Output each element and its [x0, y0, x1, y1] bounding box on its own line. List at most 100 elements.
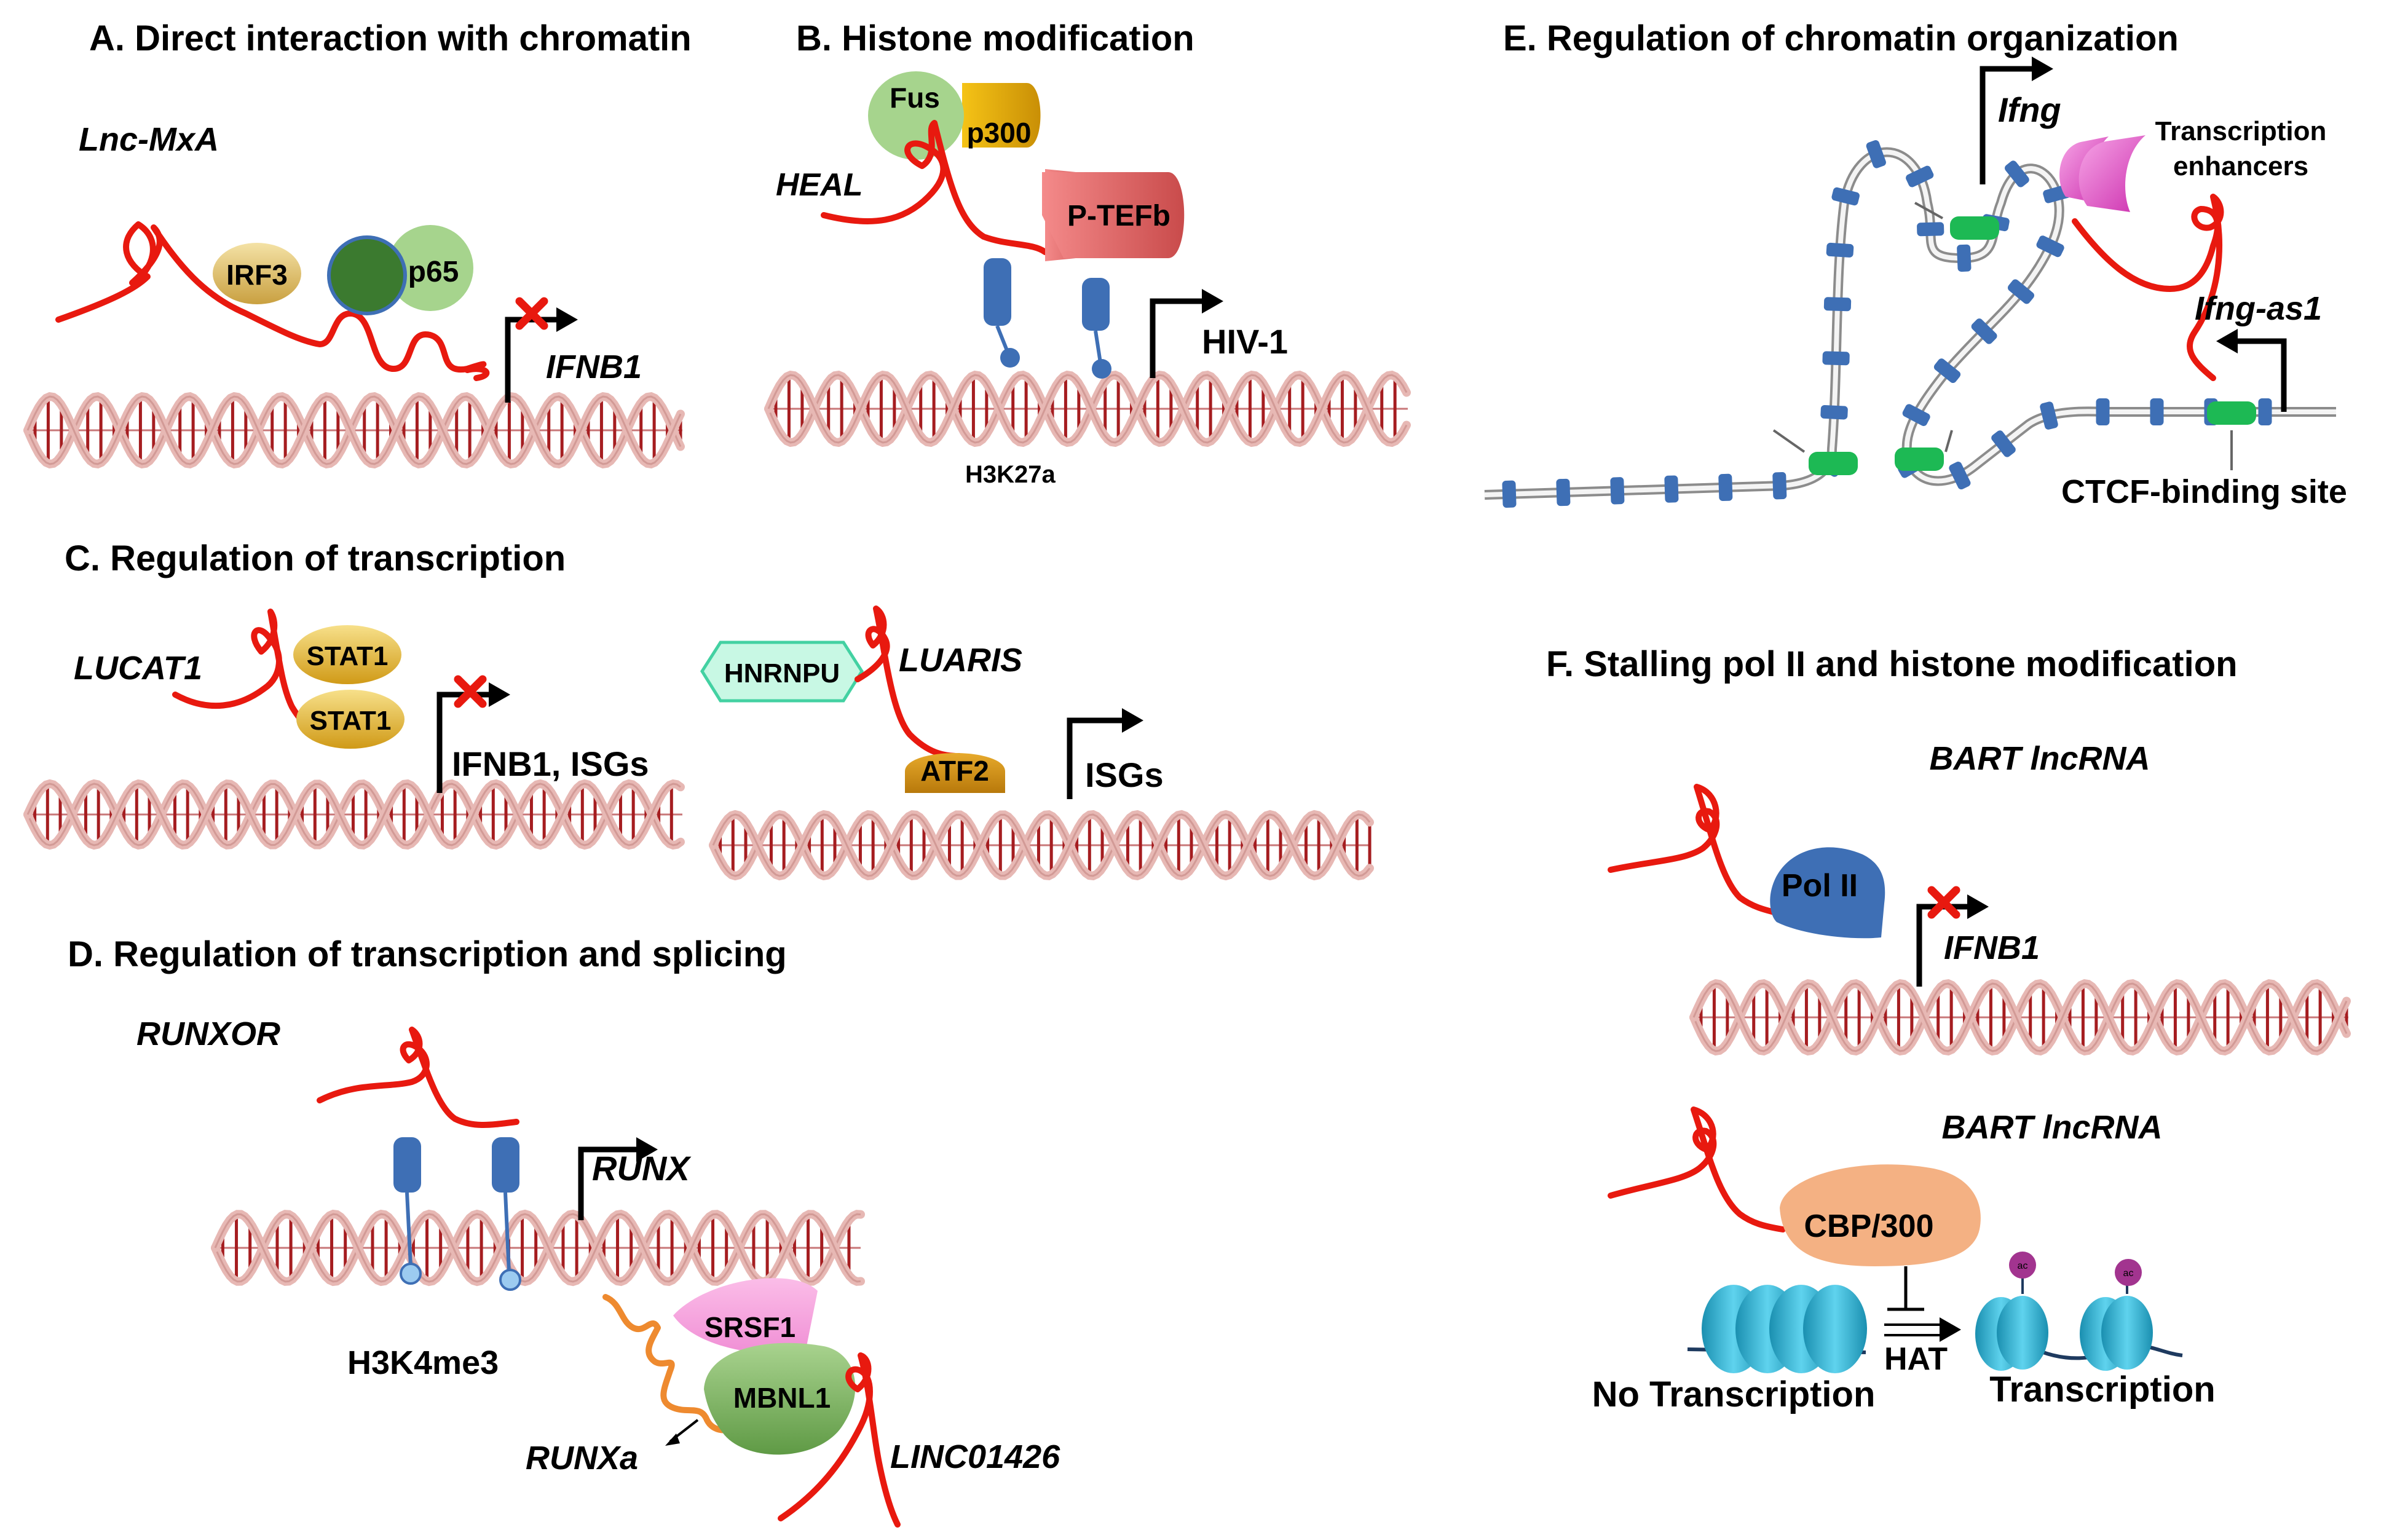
hnrnpu-protein: [700, 641, 864, 703]
panel-a-title: A. Direct interaction with chromatin: [89, 18, 692, 58]
nucleosome-tick: [1502, 480, 1517, 508]
no-transcription-label: No Transcription: [1592, 1374, 1876, 1414]
ptefb-label: P-TEFb: [1067, 200, 1170, 232]
acetyl-mark-b1: [1000, 348, 1020, 368]
nucleosome-tick: [1823, 297, 1852, 312]
runxa-label: RUNXa: [526, 1440, 638, 1477]
nucleosome-tick: [1822, 351, 1850, 366]
runxor-rna: [317, 1027, 519, 1128]
nucleosome-tick: [2007, 279, 2035, 304]
bart-lncrna-label-1: BART lncRNA: [1929, 740, 2150, 777]
hat-arrowhead: [1940, 1317, 1961, 1342]
ctcf-site-3: [1950, 216, 1999, 240]
runx-label: RUNX: [592, 1149, 692, 1188]
linc01426-label: LINC01426: [890, 1438, 1060, 1475]
tss-arrow-d: [578, 1146, 639, 1220]
methyl-mark-d1: [400, 1263, 422, 1285]
dna-helix-c2: [709, 810, 1374, 881]
dna-helix-f: [1689, 979, 2351, 1056]
nucleosome-tick: [1718, 473, 1733, 502]
lucat1-rna: [172, 609, 314, 728]
nucleosome-tick: [1866, 140, 1886, 168]
hat-label: HAT: [1884, 1341, 1948, 1377]
panel-f: F. Stalling pol II and histone modificat…: [1546, 644, 2238, 1414]
histone-tail-b2: [1094, 330, 1102, 363]
srsf1-label: SRSF1: [705, 1311, 795, 1343]
ctcf-pointer-1: [1772, 429, 1806, 453]
bart-rna-1: [1608, 784, 1780, 916]
nucleosome-tick: [2258, 398, 2272, 425]
runxor-label: RUNXOR: [136, 1015, 280, 1052]
open-nucleosomes: [1975, 1296, 2183, 1371]
srsf1-protein: [673, 1278, 818, 1354]
enhancers-label-line1: Transcription: [2155, 116, 2327, 146]
tss-arrowhead-d: [636, 1137, 658, 1162]
mbnl1-protein: [704, 1343, 856, 1455]
tss-arrowhead-c2: [1122, 708, 1143, 733]
p65-label: p65: [408, 256, 459, 288]
hiv1-label: HIV-1: [1202, 322, 1288, 361]
ac-label-2: ac: [2123, 1268, 2134, 1279]
pol2-label: Pol II: [1782, 868, 1858, 904]
stat1-protein-1: [293, 625, 401, 684]
nucleosome-tick: [2096, 398, 2110, 425]
nucleosome-tick: [1826, 242, 1854, 258]
nucleosome-tick: [2040, 401, 2058, 430]
acetyl-mark-b2: [1092, 359, 1111, 379]
dna-helix-c1: [23, 779, 685, 850]
ctcf-pointer-3: [1914, 202, 1943, 219]
bart-rna-2: [1608, 1106, 1786, 1232]
ctcf-pointer-2: [1944, 430, 1953, 452]
nucleosome-tick: [1917, 222, 1944, 237]
h3k27a-label: H3K27a: [965, 461, 1056, 488]
heal-label: HEAL: [776, 167, 863, 203]
nucleosome-tick: [1820, 404, 1848, 420]
condensed-nucleosomes: [1687, 1285, 1867, 1373]
tss-arrowhead-e-as1: [2216, 329, 2238, 353]
runx-pre-mrna: [602, 1294, 741, 1433]
nucleosome-tick: [2036, 235, 2064, 258]
lucat1-label: LUCAT1: [74, 650, 202, 687]
ifnb1-label-f: IFNB1: [1944, 929, 2040, 966]
ptefb-protein: [1042, 172, 1185, 258]
panel-c: C. Regulation of transcription LUCAT1 ST…: [65, 538, 1164, 799]
transcription-label: Transcription: [1989, 1370, 2215, 1410]
panel-b: B. Histone modification p300 Fus HEAL P-…: [776, 18, 1288, 488]
p65-protein: [387, 225, 473, 311]
h3k4me3-label: H3K4me3: [347, 1344, 499, 1381]
nucleosome-tick: [1949, 462, 1971, 490]
histone-tail-d1: [405, 1192, 413, 1267]
dna-helix-a: [23, 392, 685, 469]
ac-label-1: ac: [2018, 1261, 2028, 1271]
heal-rna: [821, 120, 1048, 255]
nucleosome-tick: [2005, 160, 2029, 187]
panel-d-title: D. Regulation of transcription and splic…: [68, 934, 787, 974]
histone-d1: [393, 1137, 421, 1193]
luaris-label: LUARIS: [899, 642, 1022, 679]
nucleosome-tick: [1831, 187, 1860, 206]
nucleosome-tick: [1902, 404, 1930, 427]
irf3-protein: [213, 243, 301, 304]
stat1-label-2: STAT1: [310, 706, 392, 736]
p300-protein: [962, 83, 1041, 148]
ctcf-site-1: [1809, 452, 1858, 475]
block-icon-a: [515, 297, 548, 330]
acetyl-mark-f2: [2115, 1259, 2142, 1286]
p50-protein: [327, 235, 407, 315]
p300-label: p300: [967, 117, 1032, 149]
acetyl-mark-f1: [2009, 1252, 2036, 1279]
nucleosome-tick: [1957, 244, 1972, 272]
isgs-label: ISGs: [1085, 755, 1164, 794]
tss-arrowhead-b: [1202, 289, 1223, 314]
pol2-protein: [1770, 847, 1885, 939]
tss-arrow-c2: [1067, 717, 1125, 799]
nucleosome-tick: [1610, 477, 1625, 505]
tss-arrow-e-as1: [2235, 338, 2287, 412]
tss-arrow-b: [1150, 298, 1205, 378]
ctcf-site-2: [1895, 448, 1944, 471]
histone-b1: [984, 258, 1011, 326]
mbnl1-label: MBNL1: [733, 1382, 831, 1414]
cbp300-label: CBP/300: [1804, 1209, 1934, 1244]
dna-helix-b: [764, 370, 1411, 448]
ifng-as1-label: Ifng-as1: [2195, 290, 2322, 327]
